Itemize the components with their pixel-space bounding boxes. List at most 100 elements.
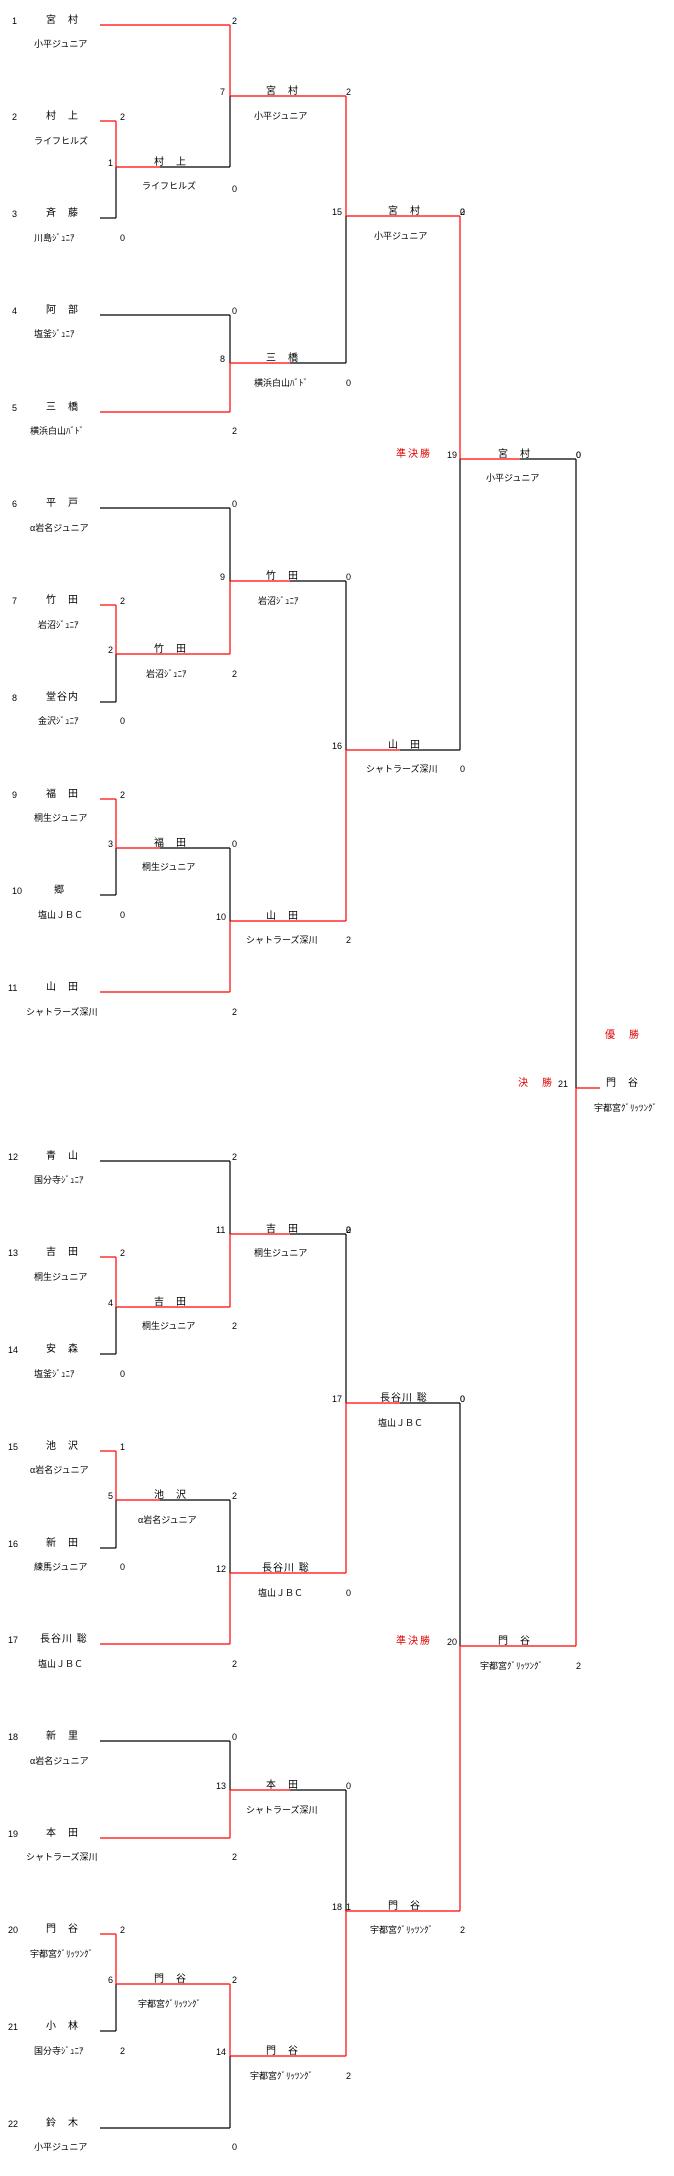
player-name: 青 山 — [46, 1151, 79, 1162]
score: 0 — [232, 1732, 238, 1742]
player-name: 村 上 — [46, 111, 79, 122]
champion-team: 宇都宮ｸﾞﾘｯﾂﾝｸﾞ — [594, 1103, 658, 1113]
match-number: 2 — [108, 645, 114, 655]
player-team: シャトラーズ深川 — [26, 1852, 98, 1862]
player-name: 竹 田 — [46, 595, 79, 606]
match-winner-name: 竹 田 — [154, 644, 187, 655]
match-winner-team: 宇都宮ｸﾞﾘｯﾂﾝｸﾞ — [480, 1661, 544, 1671]
match-winner-name: 宮 村 — [388, 206, 421, 217]
score: 0 — [232, 839, 238, 849]
match-winner-name: 村 上 — [154, 157, 187, 168]
player-team: 国分寺ｼﾞｭﾆｱ — [34, 1175, 84, 1185]
match-number: 7 — [220, 87, 226, 97]
player-number: 6 — [12, 499, 18, 509]
score: 0 — [460, 1394, 466, 1404]
match-winner-team: 塩山ＪＢＣ — [258, 1588, 304, 1598]
match-winner-team: 小平ジュニア — [486, 473, 540, 483]
score: 2 — [232, 16, 238, 26]
player-name: 山 田 — [46, 982, 79, 993]
player-number: 11 — [8, 983, 18, 993]
player-name: 三 橋 — [46, 402, 79, 413]
player-name: 鈴 木 — [46, 2118, 79, 2129]
score: 2 — [120, 1925, 126, 1935]
score: 2 — [232, 1852, 238, 1862]
player-number: 13 — [8, 1248, 19, 1258]
player-team: 練馬ジュニア — [34, 1562, 88, 1572]
score: 0 — [460, 764, 466, 774]
score: 0 — [120, 1369, 126, 1379]
player-number: 4 — [12, 306, 18, 316]
player-name: 門 谷 — [46, 1924, 79, 1935]
score: 2 — [232, 1491, 238, 1501]
match-number: 6 — [108, 1975, 114, 1985]
match-winner-name: 門 谷 — [154, 1974, 187, 1985]
match-winner-team: 小平ジュニア — [254, 111, 308, 121]
match-number: 12 — [216, 1564, 227, 1574]
match-winner-team: 桐生ジュニア — [142, 1321, 196, 1331]
score: 2 — [232, 1975, 238, 1985]
match-winner-team: 横浜白山ﾊﾞﾄﾞ — [254, 378, 309, 388]
match-winner-name: 長谷川 聡 — [262, 1563, 310, 1574]
semifinal-label: 準決勝 — [396, 1636, 432, 1647]
player-team: 横浜白山ﾊﾞﾄﾞ — [30, 426, 85, 436]
match-winner-team: 小平ジュニア — [374, 231, 428, 241]
player-number: 9 — [12, 790, 18, 800]
player-number: 17 — [8, 1635, 19, 1645]
player-name: 池 沢 — [46, 1441, 79, 1452]
player-name: 平 戸 — [46, 498, 79, 509]
player-number: 1 — [12, 16, 18, 26]
match-winner-team: α岩名ジュニア — [138, 1515, 197, 1525]
match-winner-name: 吉 田 — [266, 1224, 299, 1235]
match-winner-team: 塩山ＪＢＣ — [378, 1418, 424, 1428]
match-number: 18 — [332, 1902, 343, 1912]
score: 2 — [120, 112, 126, 122]
score: 2 — [232, 1321, 238, 1331]
score: 2 — [232, 1007, 238, 1017]
semifinal-label: 準決勝 — [396, 449, 432, 460]
match-number: 21 — [558, 1079, 569, 1089]
final-label: 決 勝 — [518, 1078, 554, 1089]
match-number: 9 — [220, 572, 226, 582]
player-team: α岩名ジュニア — [30, 1465, 89, 1475]
score: 2 — [120, 790, 126, 800]
player-name: 吉 田 — [46, 1247, 79, 1258]
score: 2 — [232, 426, 238, 436]
match-winner-team: 桐生ジュニア — [254, 1248, 308, 1258]
player-team: 塩釜ｼﾞｭﾆｱ — [34, 1369, 75, 1379]
score: 0 — [120, 716, 126, 726]
score: 0 — [346, 572, 352, 582]
match-winner-name: 山 田 — [266, 911, 299, 922]
match-winner-name: 門 谷 — [266, 2046, 299, 2057]
match-winner-name: 山 田 — [388, 740, 421, 751]
player-number: 14 — [8, 1345, 19, 1355]
player-number: 18 — [8, 1732, 19, 1742]
match-number: 3 — [108, 839, 114, 849]
score: 2 — [232, 1152, 238, 1162]
score: 0 — [346, 1781, 352, 1791]
score: 0 — [232, 2142, 238, 2152]
player-team: ライフヒルズ — [34, 136, 89, 146]
player-number: 15 — [8, 1442, 19, 1452]
match-winner-team: シャトラーズ深川 — [366, 764, 438, 774]
match-winner-team: シャトラーズ深川 — [246, 1805, 318, 1815]
player-name: 安 森 — [46, 1344, 79, 1355]
player-name: 新 里 — [46, 1731, 79, 1742]
score: 0 — [346, 1225, 352, 1235]
match-winner-name: 竹 田 — [266, 571, 299, 582]
player-team: 宇都宮ｸﾞﾘｯﾂﾝｸﾞ — [30, 1949, 94, 1959]
match-number: 16 — [332, 741, 343, 751]
player-number: 10 — [12, 886, 23, 896]
player-number: 2 — [12, 112, 18, 122]
player-team: 塩釜ｼﾞｭﾆｱ — [34, 329, 75, 339]
player-number: 5 — [12, 403, 18, 413]
player-team: α岩名ジュニア — [30, 1756, 89, 1766]
match-number: 4 — [108, 1298, 114, 1308]
player-number: 12 — [8, 1152, 19, 1162]
player-team: 岩沼ｼﾞｭﾆｱ — [38, 620, 79, 630]
player-team: α岩名ジュニア — [30, 523, 89, 533]
score: 2 — [346, 935, 352, 945]
player-name: 福 田 — [46, 789, 79, 800]
match-number: 19 — [447, 450, 458, 460]
